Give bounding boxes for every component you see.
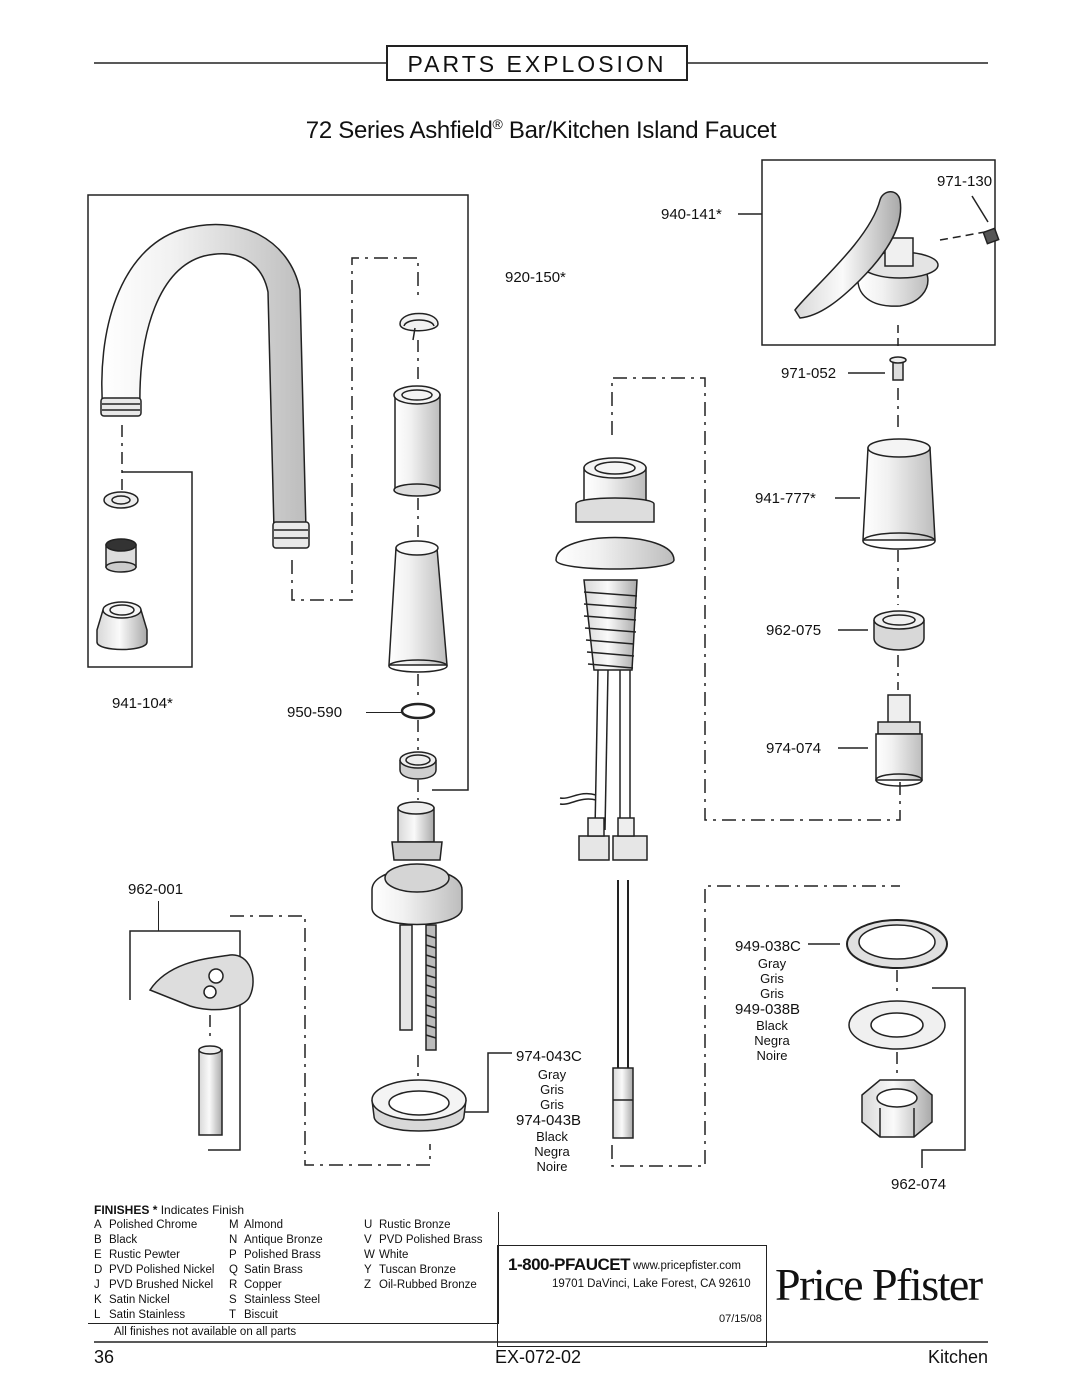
bracket-940-141 xyxy=(761,159,996,346)
part-label-962-075: 962-075 xyxy=(766,622,822,639)
brand-logo: Price Pfister xyxy=(775,1259,983,1310)
category-label: Kitchen xyxy=(928,1347,989,1367)
page-title: 72 Series Ashfield® Bar/Kitchen Island F… xyxy=(305,116,777,144)
part-label-962-001: 962-001 xyxy=(128,881,184,898)
lever-handle xyxy=(794,191,939,319)
bracket-941-104 xyxy=(87,194,469,358)
contact-box xyxy=(497,1245,767,1347)
cartridge-974-074 xyxy=(875,694,923,787)
spout-assembly xyxy=(100,223,310,549)
set-screw-971-130 xyxy=(982,227,1000,245)
mounting-ring-974-043 xyxy=(371,1079,467,1132)
section-title: PARTS EXPLOSION xyxy=(386,45,688,81)
hub-nut xyxy=(399,751,437,780)
spout-base-cone xyxy=(388,540,448,673)
page-number: 36 xyxy=(94,1347,115,1367)
spout xyxy=(101,223,307,531)
part-label-971-052: 971-052 xyxy=(781,365,837,382)
hex-nut xyxy=(861,1079,933,1138)
bracket-962-001 xyxy=(129,930,241,1151)
part-label-950-590: 950-590 xyxy=(287,704,343,721)
part-label-940-141: 940-141* xyxy=(661,206,722,223)
bonnet-nut-962-075 xyxy=(873,610,925,651)
part-label-962-074: 962-074 xyxy=(891,1176,947,1193)
phone-number: 1-800-PFAUCET xyxy=(508,1255,630,1274)
aerator-housing xyxy=(96,601,148,651)
part-label-974-074: 974-074 xyxy=(766,740,822,757)
bracket-920-150 xyxy=(432,270,469,791)
threaded-shank xyxy=(198,1045,223,1136)
handle-cone-941-777 xyxy=(862,438,936,550)
part-label-974-043c: 974-043C xyxy=(516,1048,582,1065)
part-label-971-130: 971-130 xyxy=(937,173,993,190)
part-label-949-038b: 949-038B xyxy=(735,1001,801,1018)
part-label-920-150: 920-150* xyxy=(505,269,566,286)
leader-962-001 xyxy=(158,901,159,931)
bracket-962-074 xyxy=(921,987,966,1168)
finishes-heading: FINISHES * Indicates Finish xyxy=(94,1203,245,1217)
o-ring-950-590 xyxy=(400,702,436,720)
screw-971-052 xyxy=(889,356,907,381)
retaining-clip xyxy=(399,312,439,341)
hub-body xyxy=(371,801,463,1051)
gasket-949-038 xyxy=(846,919,948,969)
part-label-941-104: 941-104* xyxy=(112,695,173,712)
finishes-note: All finishes not available on all parts xyxy=(114,1326,297,1338)
washer xyxy=(848,1000,946,1050)
document-code: EX-072-02 xyxy=(495,1347,582,1367)
revision-date: 07/15/08 xyxy=(719,1313,762,1325)
valve-body xyxy=(555,457,675,861)
leader-950-590 xyxy=(366,712,402,713)
part-label-974-043b: 974-043B xyxy=(516,1112,582,1129)
upper-sleeve xyxy=(393,385,441,497)
aerator-screen xyxy=(105,538,137,573)
finishes-box xyxy=(88,1212,499,1324)
website-link[interactable]: www.pricepfister.com xyxy=(633,1260,742,1272)
mounting-plate xyxy=(148,954,254,1011)
part-label-941-777: 941-777* xyxy=(755,490,816,507)
part-label-949-038c: 949-038C xyxy=(735,938,801,955)
hose-connector xyxy=(612,1067,634,1139)
address: 19701 DaVinci, Lake Forest, CA 92610 xyxy=(552,1278,751,1290)
